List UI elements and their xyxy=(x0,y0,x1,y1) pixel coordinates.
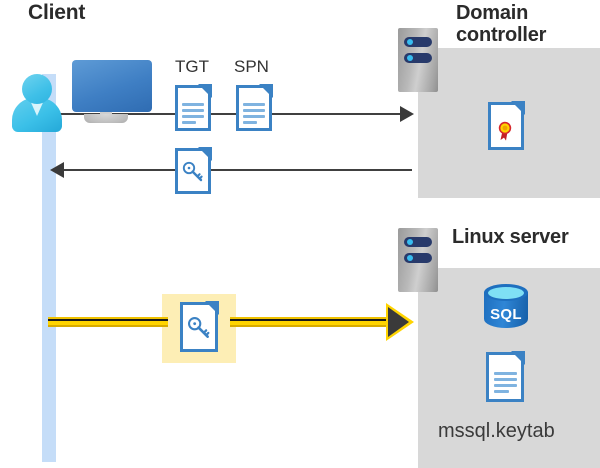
document-line xyxy=(182,103,204,106)
client-workstation-icon xyxy=(8,28,152,132)
flow-arrow-tgt-spn-line xyxy=(60,113,410,115)
flow-arrow-service-ticket-left xyxy=(48,317,168,327)
tgt-label: TGT xyxy=(175,57,209,76)
flow-arrow-service-ticket-right xyxy=(230,317,392,327)
linux-server-rack-icon xyxy=(398,228,438,292)
document-line xyxy=(243,109,265,112)
document-line xyxy=(182,115,204,118)
rack-led-icon xyxy=(404,37,432,47)
monitor-stand-base-icon xyxy=(84,114,128,123)
document-line xyxy=(494,378,517,381)
certificate-document-icon xyxy=(488,101,525,150)
flow-arrow-ticket-line xyxy=(62,169,412,171)
document-fold xyxy=(511,351,525,365)
ticket-key-document-icon xyxy=(175,147,212,194)
rack-led-icon xyxy=(404,237,432,247)
database-cylinder-top-inner xyxy=(488,287,524,299)
document-fold xyxy=(205,301,219,315)
document-line xyxy=(494,390,509,393)
domain-controller-rack-icon xyxy=(398,28,438,92)
flow-arrow-ticket-head xyxy=(50,162,64,178)
service-ticket-key-document-icon xyxy=(180,301,219,352)
sql-label: SQL xyxy=(490,306,522,323)
document-line xyxy=(494,372,517,375)
certificate-seal-icon xyxy=(498,121,512,141)
document-line xyxy=(243,121,257,124)
sql-database-icon: SQL xyxy=(484,284,528,336)
document-line xyxy=(243,115,265,118)
document-fold xyxy=(259,84,273,98)
flow-arrow-tgt-spn-head xyxy=(400,106,414,122)
rack-led-icon xyxy=(404,253,432,263)
spn-label: SPN xyxy=(234,57,269,76)
document-fold xyxy=(198,147,212,161)
user-head-icon xyxy=(22,74,52,104)
document-line xyxy=(182,121,196,124)
client-title: Client xyxy=(28,1,86,24)
keytab-document-icon xyxy=(486,351,525,402)
key-icon xyxy=(188,317,210,338)
document-fold xyxy=(511,101,525,115)
document-line xyxy=(182,109,204,112)
spn-document-icon xyxy=(236,84,273,131)
tgt-document-icon xyxy=(175,84,212,131)
domain-controller-title: Domain controller xyxy=(456,2,547,47)
key-icon xyxy=(182,161,203,182)
document-line xyxy=(243,103,265,106)
rack-led-icon xyxy=(404,53,432,63)
monitor-icon xyxy=(72,60,152,112)
linux-server-title: Linux server xyxy=(452,226,569,248)
document-fold xyxy=(198,84,212,98)
keytab-filename-label: mssql.keytab xyxy=(438,420,555,442)
client-lifeline xyxy=(42,74,56,462)
flow-arrow-service-ticket-head-inner xyxy=(388,307,409,337)
document-line xyxy=(494,384,517,387)
